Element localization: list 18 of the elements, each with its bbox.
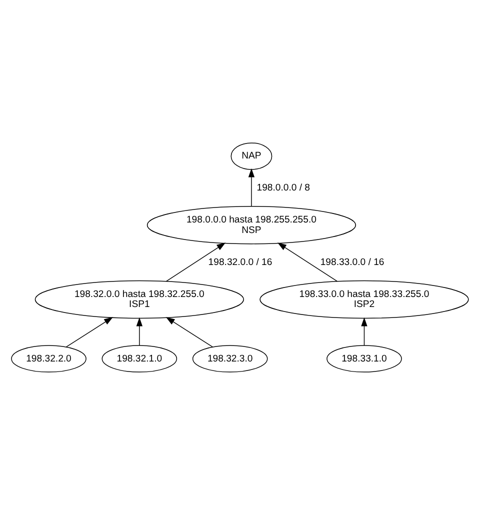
- arrow: [66, 316, 113, 347]
- arrow: [136, 316, 143, 346]
- arrow: [248, 168, 255, 206]
- edge-label: 198.32.0.0 / 16: [208, 256, 272, 268]
- arrow: [166, 242, 226, 282]
- node-ellipse: 198.32.2.0: [11, 344, 86, 372]
- node-ellipse: 198.33.0.0 hasta 198.33.255.0 ISP2: [260, 280, 469, 318]
- node-ellipse: 198.32.0.0 hasta 198.32.255.0 ISP1: [34, 280, 244, 318]
- edge-label: 198.0.0.0 / 8: [256, 182, 310, 193]
- arrow: [278, 242, 338, 282]
- arrow: [361, 316, 368, 346]
- node-ellipse: NAP: [230, 142, 272, 170]
- arrow: [166, 316, 213, 347]
- node-ellipse: 198.32.3.0: [192, 344, 268, 372]
- node-ellipse: 198.0.0.0 hasta 198.255.255.0 NSP: [146, 206, 356, 244]
- edge-label: 198.33.0.0 / 16: [320, 256, 384, 268]
- node-ellipse: 198.32.1.0: [102, 344, 178, 372]
- node-ellipse: 198.33.1.0: [326, 344, 402, 372]
